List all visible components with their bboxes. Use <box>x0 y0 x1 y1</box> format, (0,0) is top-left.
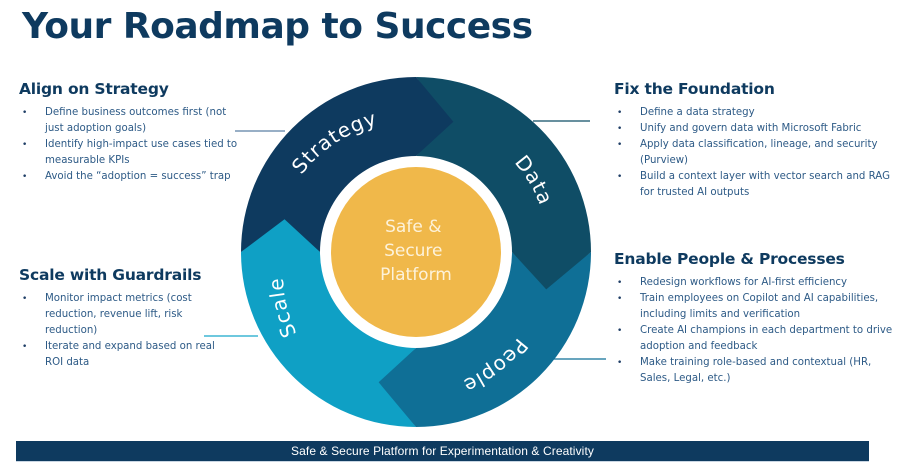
bullet-icon: • <box>617 326 623 336</box>
panel-scale-with-guardrails: Scale with Guardrails • Monitor impact me… <box>19 266 219 371</box>
bullet-list: • Define business outcomes first (not jus… <box>19 105 244 185</box>
bullet-item: • Monitor impact metrics (cost reduction,… <box>19 291 219 339</box>
bullet-text: Train employees on Copilot and AI capabi… <box>640 293 879 320</box>
center-label: Safe & Secure Platform <box>380 217 452 285</box>
bullet-text: Redesign workflows for AI-first efficien… <box>640 277 848 288</box>
bullet-icon: • <box>22 172 28 182</box>
center-circle <box>331 167 501 337</box>
bullet-item: • Apply data classification, lineage, and… <box>614 137 904 169</box>
bullet-text: Create AI champions in each department t… <box>640 325 893 352</box>
bullet-item: • Define a data strategy <box>614 105 904 121</box>
bullet-icon: • <box>22 342 28 352</box>
bullet-text: Define business outcomes first (not just… <box>45 107 227 134</box>
segment-arrow-people <box>378 252 591 427</box>
panel-heading: Enable People & Processes <box>614 250 845 268</box>
panel-heading: Fix the Foundation <box>614 80 775 98</box>
bullet-icon: • <box>617 108 623 118</box>
bullet-icon: • <box>22 108 28 118</box>
bullet-item: • Avoid the “adoption = success” trap <box>19 169 244 185</box>
bullet-icon: • <box>22 294 28 304</box>
panel-fix-the-foundation: Fix the Foundation • Define a data strate… <box>614 80 904 201</box>
bullet-item: • Train employees on Copilot and AI capab… <box>614 291 904 323</box>
bullet-list: • Define a data strategy • Unify and govern… <box>614 105 904 201</box>
bullet-icon: • <box>617 140 623 150</box>
bullet-icon: • <box>617 294 623 304</box>
bullet-list: • Monitor impact metrics (cost reduction,… <box>19 291 219 371</box>
bullet-icon: • <box>617 278 623 288</box>
center-label-line-3: Platform <box>380 265 452 285</box>
panel-align-on-strategy: Align on Strategy • Define business outco… <box>19 80 244 185</box>
bullet-text: Monitor impact metrics (cost reduction, … <box>45 293 192 336</box>
bullet-text: Apply data classification, lineage, and … <box>640 139 878 166</box>
segment-arrow-data <box>416 77 591 290</box>
bullet-item: • Define business outcomes first (not jus… <box>19 105 244 137</box>
bullet-text: Avoid the “adoption = success” trap <box>45 171 231 182</box>
panel-enable-people-processes: Enable People & Processes • Redesign work… <box>614 250 904 387</box>
bullet-item: • Create AI champions in each department … <box>614 323 904 355</box>
bullet-item: • Iterate and expand based on real ROI da… <box>19 339 219 371</box>
bullet-text: Unify and govern data with Microsoft Fab… <box>640 123 862 134</box>
bullet-text: Define a data strategy <box>640 107 755 118</box>
bullet-text: Iterate and expand based on real ROI dat… <box>45 341 215 368</box>
bullet-item: • Identify high-impact use cases tied to … <box>19 137 244 169</box>
segment-arrow-strategy <box>241 77 454 252</box>
bullet-list: • Redesign workflows for AI-first efficie… <box>614 275 904 387</box>
bullet-icon: • <box>617 358 623 368</box>
bullet-icon: • <box>22 140 28 150</box>
center-label-line-2: Secure <box>384 241 442 261</box>
bullet-text: Build a context layer with vector search… <box>640 171 890 198</box>
page-title: Your Roadmap to Success <box>22 6 533 47</box>
bullet-text: Make training role-based and contextual … <box>640 357 872 384</box>
segment-arrow-scale <box>241 214 416 427</box>
bullet-item: • Unify and govern data with Microsoft Fa… <box>614 121 904 137</box>
bullet-text: Identify high-impact use cases tied to m… <box>45 139 238 166</box>
bullet-item: • Make training role-based and contextual… <box>614 355 904 387</box>
panel-heading: Scale with Guardrails <box>19 266 202 284</box>
bullet-item: • Build a context layer with vector searc… <box>614 169 904 201</box>
panel-heading: Align on Strategy <box>19 80 169 98</box>
platform-banner: Safe & Secure Platform for Experimentati… <box>16 441 869 462</box>
bullet-icon: • <box>617 124 623 134</box>
center-label-line-1: Safe & <box>385 217 441 237</box>
bullet-icon: • <box>617 172 623 182</box>
bullet-item: • Redesign workflows for AI-first efficie… <box>614 275 904 291</box>
